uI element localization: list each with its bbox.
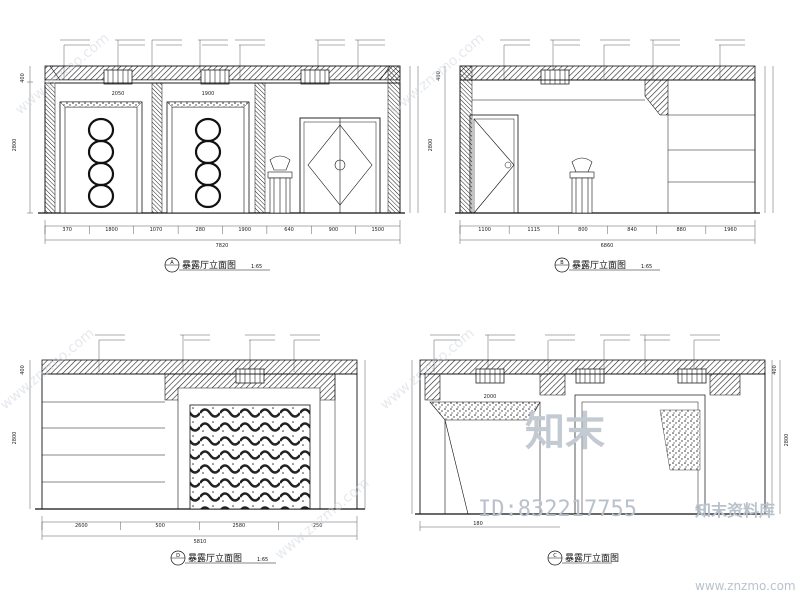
door-a [299, 117, 381, 214]
elevation-b: 400 2800 1100 1115 800 840 880 1960 6860 B 暴露… [428, 39, 774, 273]
dim-bottom-b: 1100 [478, 227, 491, 233]
door-d-perspective [429, 401, 541, 515]
dim-bottom-a: 370 [62, 227, 72, 233]
dim-bottom-c: 500 [155, 523, 165, 529]
feature-wall-panel [189, 404, 311, 510]
pendant-lamp [475, 368, 505, 384]
dim-bottom-a: 280 [196, 227, 206, 233]
dim-bottom-a: 1500 [371, 227, 384, 233]
height-total-d: 2800 [784, 434, 790, 447]
title-c: 暴露厅立面图 [188, 552, 242, 564]
dim-bottom-b: 840 [627, 227, 637, 233]
dim-top-a-2: 1900 [202, 91, 215, 97]
pendant-lamp [677, 368, 707, 384]
pendant-lamp [575, 368, 605, 384]
vertical-dims-d [411, 360, 781, 514]
vertical-dims-a [27, 66, 419, 214]
dim-top-d-1: 2000 [484, 394, 497, 400]
pendant-lamp [300, 69, 330, 85]
door-b [469, 114, 519, 214]
elevation-c: 400 2800 2600 500 2580 250 5810 D 暴露厅立面图 1:… [12, 334, 366, 566]
watermark-id: ID:832217755 [478, 497, 637, 522]
dim-bottom-a: 1800 [105, 227, 118, 233]
title-block-c: D 暴露厅立面图 1:65 [170, 550, 276, 566]
title-a: 暴露厅立面图 [182, 259, 236, 271]
dim-bottom-a: 900 [329, 227, 339, 233]
dim-bottom-d-1: 180 [473, 521, 483, 527]
scale-b: 1:65 [641, 264, 652, 270]
total-dim-c: 5810 [194, 539, 207, 545]
scale-a: 1:65 [251, 264, 262, 270]
dim-bottom-b: 880 [676, 227, 686, 233]
height-total-b: 2800 [428, 139, 434, 152]
vase-pedestal-b [569, 157, 595, 214]
svg-text:400: 400 [20, 73, 26, 83]
inner-frame-d [574, 394, 706, 515]
dim-bottom-c: 2580 [233, 523, 246, 529]
pendant-lamp [540, 69, 570, 85]
vertical-dims-b [444, 66, 774, 213]
height-total-a: 2800 [12, 139, 18, 152]
ceiling-hatch-c [41, 359, 358, 375]
svg-text:A: A [170, 260, 174, 266]
svg-text:400: 400 [20, 365, 26, 375]
watermark-brand: 知末 [525, 409, 605, 455]
vase-pedestal-a [267, 155, 293, 214]
dim-line-d [419, 521, 560, 531]
watermark-library: 知末资料库 [695, 501, 775, 520]
svg-text:400: 400 [772, 365, 778, 375]
total-dim-b: 6860 [601, 243, 614, 249]
dim-bottom-b: 1115 [527, 227, 540, 233]
callout-leaders-a [59, 39, 386, 82]
svg-text:B: B [560, 260, 564, 266]
dim-bottom-a: 640 [284, 227, 294, 233]
pendant-lamp [103, 69, 133, 85]
elevation-d: 2000 400 2800 180 C 暴露厅立面图 [411, 334, 790, 566]
dim-bottom-a: 1900 [238, 227, 251, 233]
title-block-b: B 暴露厅立面图 1:65 [554, 257, 660, 273]
height-total-c: 2800 [12, 432, 18, 445]
dim-bottom-b: 1960 [724, 227, 737, 233]
title-b: 暴露厅立面图 [572, 259, 626, 271]
watermark-logo: 知末 ID:832217755 知末资料库 www.znzmo.com [478, 409, 796, 593]
total-dim-a: 7820 [216, 243, 229, 249]
elevation-a: 400 2800 2050 1900 370 1800 1070 280 1900 640… [12, 39, 419, 273]
ceiling-hatch-b [459, 65, 756, 81]
vertical-dims-c [29, 360, 366, 509]
svg-text:C: C [553, 553, 557, 559]
dim-bottom-b: 800 [578, 227, 588, 233]
decor-panel-1 [59, 101, 143, 214]
dim-top-a-1: 2050 [112, 91, 125, 97]
title-d: 暴露厅立面图 [565, 552, 619, 564]
svg-text:400: 400 [436, 71, 442, 81]
dim-bottom-c: 2600 [75, 523, 88, 529]
dim-bottom-a: 1070 [150, 227, 163, 233]
svg-text:D: D [176, 553, 180, 559]
scale-c: 1:65 [257, 557, 268, 563]
pendant-lamp [235, 368, 265, 384]
dim-bottom-c: 250 [313, 523, 323, 529]
decor-panel-2 [166, 101, 250, 214]
watermark-url: www.znzmo.com [695, 579, 796, 593]
title-block-a: A 暴露厅立面图 1:65 [164, 257, 270, 273]
title-block-d: C 暴露厅立面图 [547, 550, 619, 566]
pendant-lamp [200, 69, 230, 85]
